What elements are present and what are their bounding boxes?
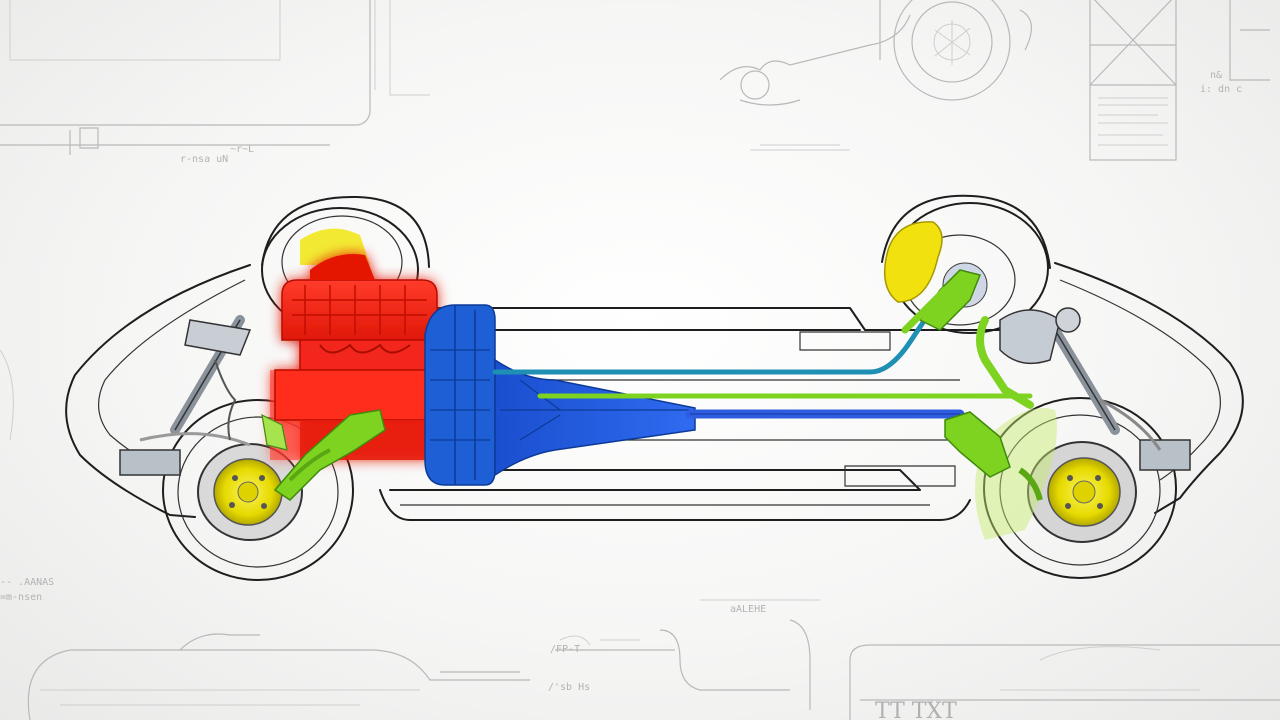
svg-text:n&: n& xyxy=(1210,70,1222,81)
svg-text:aALEHE: aALEHE xyxy=(730,604,766,615)
svg-text:i: dn c: i: dn c xyxy=(1200,84,1242,95)
car-body-outline xyxy=(65,194,1244,521)
svg-text:/'sb Hs: /'sb Hs xyxy=(548,682,590,693)
svg-text:TT TXT: TT TXT xyxy=(875,699,957,720)
front-suspension xyxy=(261,409,386,501)
svg-text:~r~L: ~r~L xyxy=(230,144,254,155)
rear-suspension-linkage xyxy=(999,307,1191,471)
front-suspension-linkage xyxy=(119,315,252,476)
svg-text:r-nsa uN: r-nsa uN xyxy=(180,154,228,165)
brake-lines xyxy=(492,294,1033,399)
rear-suspension xyxy=(901,269,1043,501)
engine-block xyxy=(270,254,441,460)
svg-text:-- .AANAS: -- .AANAS xyxy=(0,577,54,588)
svg-text:=m-nsen: =m-nsen xyxy=(0,592,42,603)
svg-text:/FP-T: /FP-T xyxy=(550,644,580,655)
transmission xyxy=(424,304,696,486)
rear-wheels xyxy=(883,202,1177,579)
